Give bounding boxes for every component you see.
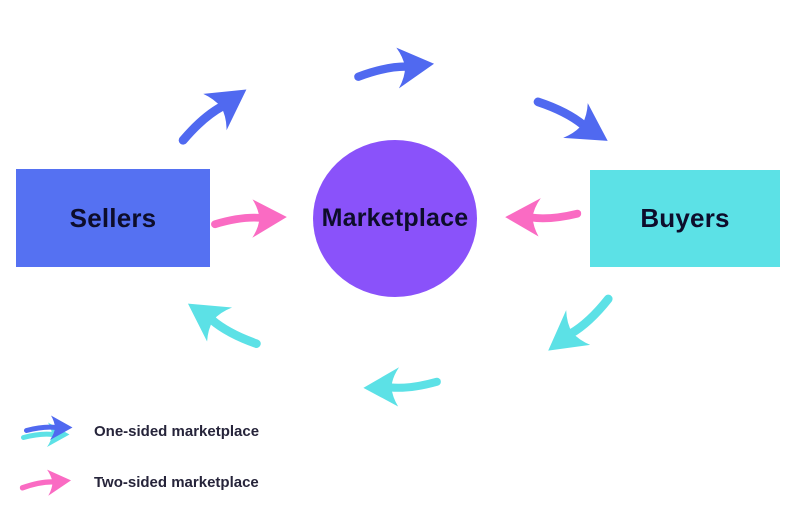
two-sided-arrow-sellers-to-marketplace-icon <box>207 193 293 243</box>
one-sided-legend-arrow-icon <box>16 412 80 450</box>
sellers-box: Sellers <box>16 169 210 267</box>
one-sided-arrow-top-right-icon <box>523 72 625 164</box>
sellers-label: Sellers <box>69 202 157 233</box>
two-sided-arrow-buyers-to-marketplace-icon <box>500 194 585 242</box>
one-sided-arrow-bottom-right-icon <box>531 280 631 373</box>
one-sided-arrow-top-center-icon <box>349 38 442 97</box>
one-sided-arrow-bottom-center-icon <box>359 363 444 412</box>
one-sided-legend-label: One-sided marketplace <box>94 422 260 440</box>
marketplace-label: Marketplace <box>321 204 469 232</box>
two-sided-legend-label: Two-sided marketplace <box>94 473 259 491</box>
two-sided-legend-arrow-icon <box>16 463 80 501</box>
one-sided-arrow-bottom-left-icon <box>171 281 271 372</box>
legend-item-one-sided: One-sided marketplace <box>16 412 259 450</box>
marketplace-circle: Marketplace <box>313 140 477 297</box>
one-sided-arrow-top-left-icon <box>161 66 263 160</box>
buyers-label: Buyers <box>640 203 730 233</box>
legend-item-two-sided: Two-sided marketplace <box>16 463 259 501</box>
buyers-box: Buyers <box>590 170 780 267</box>
